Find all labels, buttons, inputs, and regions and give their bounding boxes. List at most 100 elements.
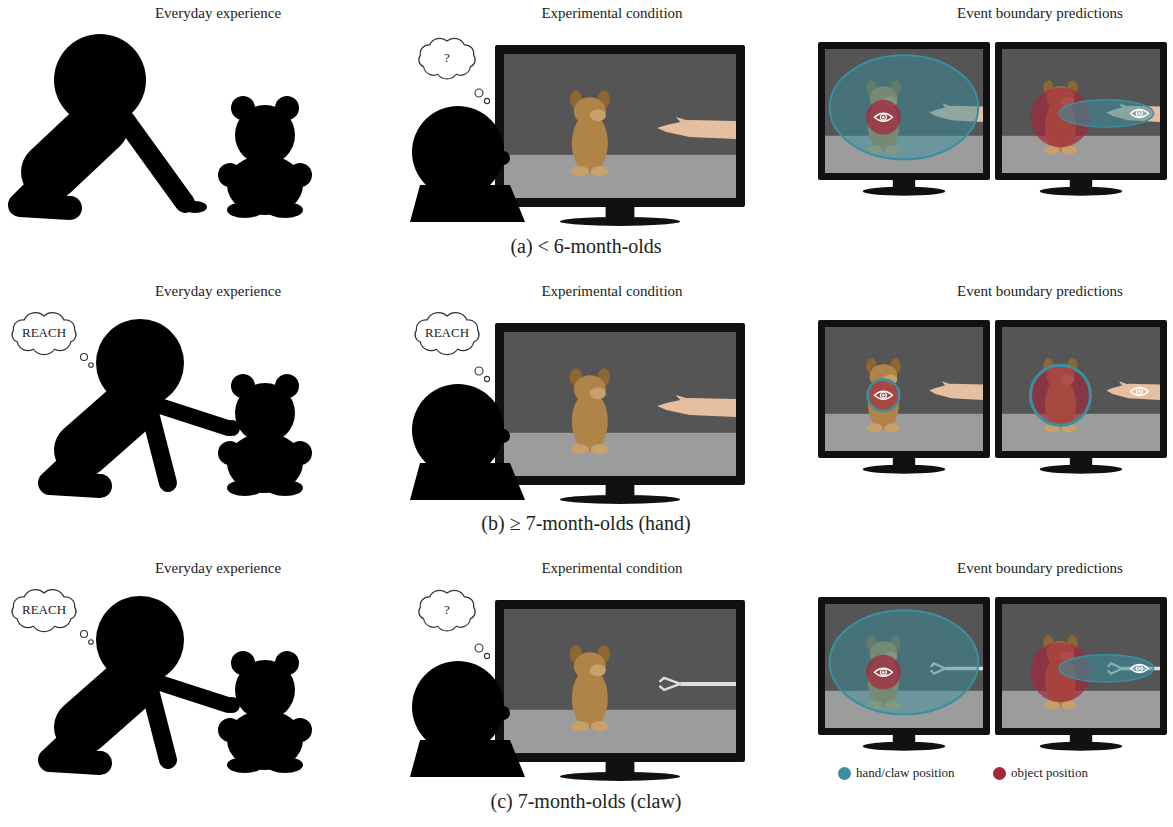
silhouette-limb <box>50 730 100 763</box>
claw-rod <box>680 682 736 686</box>
eye-outline <box>1130 664 1148 672</box>
hand-thumb <box>1119 381 1128 385</box>
thought-bubble: REACH <box>7 587 81 633</box>
panel-heading: Experimental condition <box>541 560 682 577</box>
figure-row <box>20 34 1167 226</box>
legend-swatch <box>838 767 851 780</box>
silhouette-limb <box>82 683 132 727</box>
thought-trail-dot <box>81 631 88 638</box>
figure-row <box>50 596 1167 781</box>
toy-head <box>574 97 606 125</box>
thought-bubble: REACH <box>410 310 484 356</box>
prediction-monitor-frame <box>818 42 990 180</box>
thought-trail-dot <box>484 376 489 381</box>
prediction-overlay <box>1030 642 1153 702</box>
toy-head <box>574 375 606 403</box>
prediction-monitor-base <box>1040 187 1123 196</box>
cloud-outline <box>12 313 76 355</box>
panel-heading: Experimental condition <box>541 5 682 22</box>
cloud-outline <box>419 590 475 631</box>
prediction-monitor-frame <box>818 320 990 458</box>
silhouette-limb <box>150 413 168 483</box>
screen-table <box>504 155 736 198</box>
thought-trail-dot <box>484 653 489 658</box>
panel-heading: Event boundary predictions <box>957 283 1123 300</box>
eye-pupil <box>882 394 884 396</box>
toy-foot <box>591 444 609 454</box>
claw-prong <box>659 678 680 684</box>
prediction-monitor-frame <box>995 597 1167 735</box>
silhouette-limb <box>20 175 70 208</box>
toy-foot <box>884 424 900 433</box>
hand-thumb <box>676 117 690 122</box>
eye-iris <box>880 392 886 398</box>
monitor-frame <box>495 600 745 762</box>
monitor-base <box>560 772 680 781</box>
gaze-eye-icon <box>874 391 892 399</box>
panel-heading: Everyday experience <box>155 283 281 300</box>
thought-text: ? <box>444 603 450 617</box>
toy-foot <box>571 444 589 454</box>
screen-wall <box>1002 49 1160 173</box>
silhouette-limb <box>125 120 185 203</box>
observer-head <box>412 384 504 476</box>
gaze-eye-icon <box>874 668 892 676</box>
object-position-region <box>868 379 900 411</box>
thought-bubble: ? <box>414 35 480 81</box>
claw-prong <box>659 684 680 690</box>
legend-item: hand/claw position <box>838 765 955 781</box>
silhouette-limb <box>160 683 228 705</box>
prediction-monitor-base <box>1040 742 1123 751</box>
thought-trail-dot <box>475 89 483 97</box>
hand <box>1106 384 1160 400</box>
toy-foot <box>591 166 609 176</box>
eye-pupil <box>1138 112 1140 114</box>
legend-swatch <box>993 767 1006 780</box>
silhouette-limb <box>82 406 132 450</box>
subfigure-caption: (a) < 6-month-olds <box>510 235 661 258</box>
teddy-foot <box>227 480 263 496</box>
silhouette-limb <box>50 453 100 486</box>
gaze-eye-icon <box>1130 387 1148 395</box>
hand-position-region <box>1059 655 1154 682</box>
thought-trail-dot <box>81 354 88 361</box>
prediction-monitor-frame <box>995 320 1167 458</box>
panel-heading: Event boundary predictions <box>957 5 1123 22</box>
thought-trail-dot <box>89 640 94 645</box>
panel-heading: Event boundary predictions <box>957 560 1123 577</box>
eye-pupil <box>1138 667 1140 669</box>
prediction-monitor-frame <box>818 597 990 735</box>
hand-thumb <box>942 381 951 385</box>
hand <box>929 384 983 400</box>
object-position-region <box>866 100 901 135</box>
silhouette-limb <box>150 690 168 760</box>
panel-heading: Experimental condition <box>541 283 682 300</box>
observer-head <box>412 661 504 753</box>
screen-wall <box>1002 604 1160 728</box>
toy-body <box>868 378 899 430</box>
toy-snout <box>590 109 606 121</box>
screen-wall <box>825 327 983 451</box>
eye-outline <box>1130 387 1148 395</box>
eye-pupil <box>882 671 884 673</box>
screen-wall <box>504 332 736 476</box>
screen-table <box>504 433 736 476</box>
screen-wall <box>504 54 736 198</box>
eye-outline <box>874 113 892 121</box>
teddy-arm <box>218 718 242 742</box>
observer-head <box>412 106 504 198</box>
screen-wall <box>504 609 736 753</box>
observer-nose <box>496 429 510 443</box>
screen-table <box>1002 691 1160 728</box>
panel-heading: Everyday experience <box>155 5 281 22</box>
silhouette-limb <box>50 125 100 172</box>
legend-text: object position <box>1011 765 1088 781</box>
screen-wall <box>1002 327 1160 451</box>
teddy-arm <box>218 163 242 187</box>
gaze-eye-icon <box>1130 664 1148 672</box>
thought-trail-dot <box>89 363 94 368</box>
legend-text: hand/claw position <box>856 765 955 781</box>
thought-trail-dot <box>475 644 483 652</box>
silhouette-limb <box>160 406 228 428</box>
object-position-region <box>1030 365 1090 425</box>
